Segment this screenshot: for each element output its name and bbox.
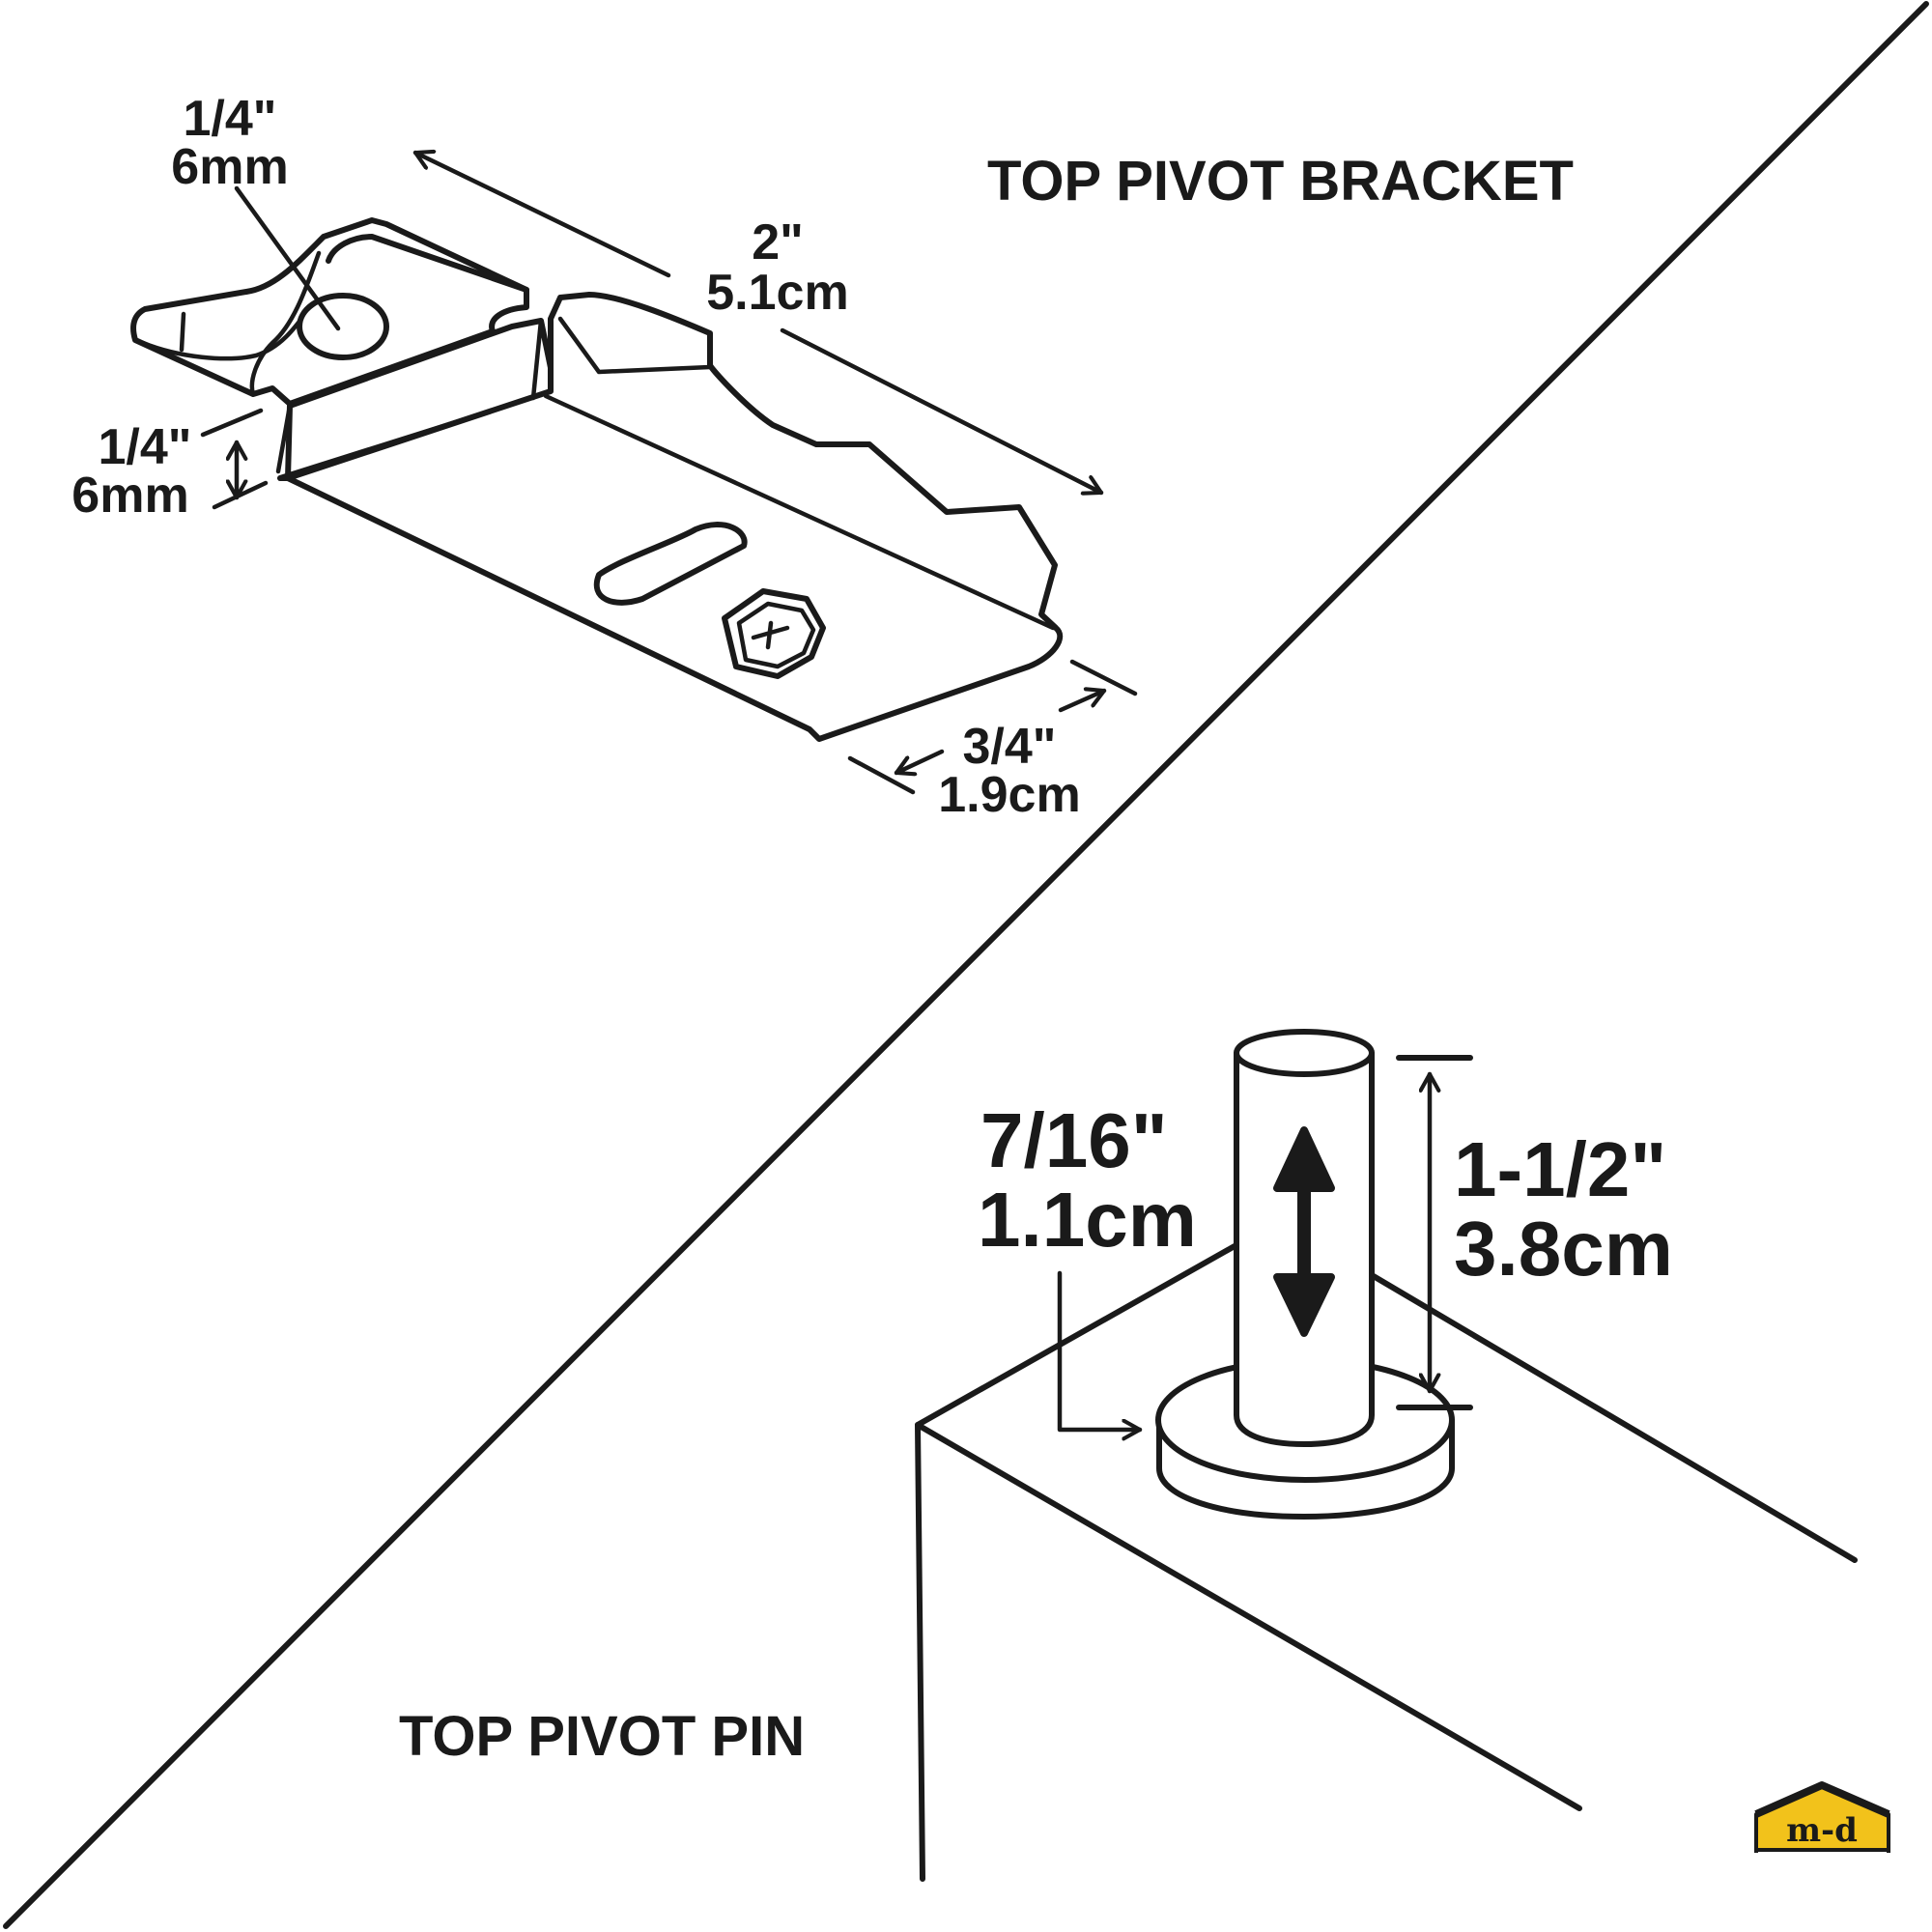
bracket-hole-dim-imperial: 1/4" [184,91,277,147]
bracket-title: TOP PIVOT BRACKET [987,150,1574,213]
pin-height-dimension: 1-1/2" 3.8cm [1454,1126,1673,1292]
bracket-width-dim-imperial: 3/4" [963,719,1057,775]
md-logo: m-d [1754,1781,1890,1853]
bracket-length-dim-imperial: 2" [752,214,804,270]
bracket-height-dimension: 1/4" 6mm [71,419,191,524]
top-pivot-pin-drawing [915,1029,1858,1882]
pin-diameter-dim-imperial: 7/16" [980,1097,1168,1183]
pin-diameter-dim-metric: 1.1cm [978,1177,1197,1263]
pin-height-dim-imperial: 1-1/2" [1454,1126,1666,1212]
pin-height-dim-metric: 3.8cm [1454,1206,1673,1292]
pin-title: TOP PIVOT PIN [399,1705,805,1768]
bracket-length-dim-metric: 5.1cm [706,265,848,321]
bracket-length-dimension: 2" 5.1cm [706,214,848,321]
bracket-hole-dimension: 1/4" 6mm [171,91,288,195]
top-pivot-bracket-drawing [130,153,1138,795]
bracket-hole-dim-metric: 6mm [171,139,288,195]
md-logo-text: m-d [1786,1811,1858,1850]
bracket-height-dim-imperial: 1/4" [99,419,192,475]
pin-diameter-dimension: 7/16" 1.1cm [978,1097,1197,1263]
diagonal-divider [3,1,1929,1929]
bracket-height-dim-metric: 6mm [71,468,188,524]
bracket-width-dimension: 3/4" 1.9cm [938,719,1080,823]
bracket-width-dim-metric: 1.9cm [938,767,1080,823]
